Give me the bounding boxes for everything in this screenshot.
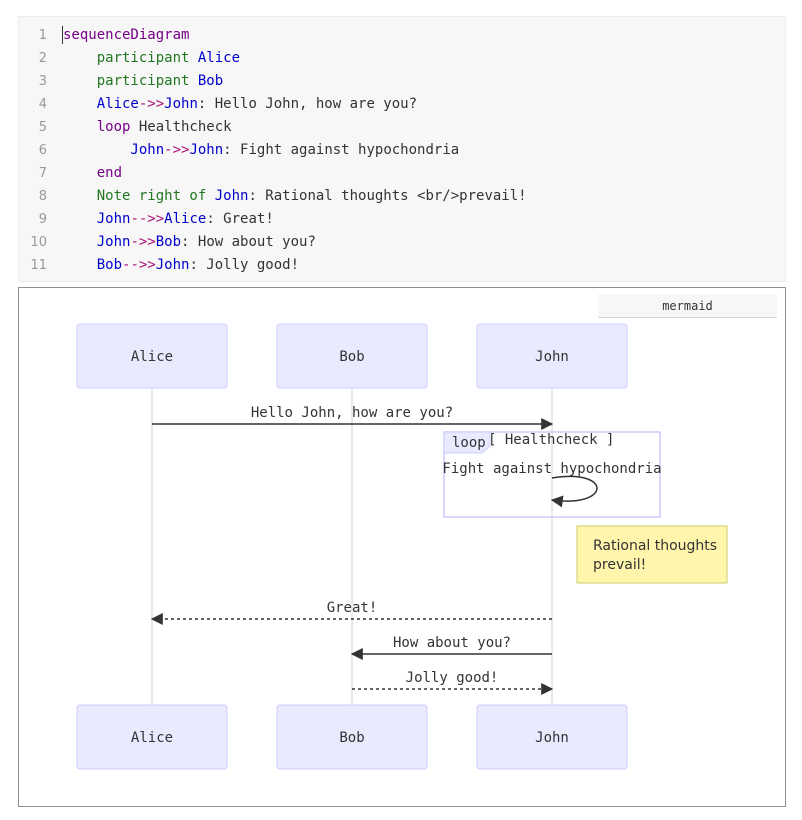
line-number: 5 bbox=[38, 120, 47, 135]
code-token: John bbox=[164, 96, 198, 112]
code-token: Bob bbox=[63, 257, 123, 273]
code-token: : How about you? bbox=[181, 234, 316, 250]
line-number: 9 bbox=[38, 212, 47, 227]
code-text: John->>John: Fight against hypochondria bbox=[63, 139, 459, 162]
code-token: John bbox=[63, 234, 131, 250]
code-text: participant Bob bbox=[63, 70, 223, 93]
code-token: : Great! bbox=[206, 211, 274, 227]
code-token: : Rational thoughts <br/>prevail! bbox=[248, 188, 527, 204]
code-token: John bbox=[63, 211, 131, 227]
line-number: 11 bbox=[30, 258, 47, 273]
actor-label: Alice bbox=[131, 349, 173, 365]
line-number: 10 bbox=[30, 235, 47, 250]
code-token: participant bbox=[63, 50, 198, 66]
code-token: : Fight against hypochondria bbox=[223, 142, 460, 158]
loop-keyword: loop bbox=[452, 435, 486, 451]
code-token: loop bbox=[63, 119, 139, 135]
line-number: 3 bbox=[38, 74, 47, 89]
code-token: Note right of bbox=[63, 188, 215, 204]
code-token: sequenceDiagram bbox=[63, 27, 190, 43]
code-text: end bbox=[63, 162, 122, 185]
code-token: -->> bbox=[130, 211, 165, 227]
code-token: ->> bbox=[138, 96, 165, 112]
message-label: Great! bbox=[327, 600, 378, 616]
message-label: How about you? bbox=[393, 635, 511, 651]
code-token: Alice bbox=[197, 50, 241, 66]
code-text: Note right of John: Rational thoughts <b… bbox=[63, 185, 527, 208]
loop-condition: [ Healthcheck ] bbox=[488, 432, 614, 448]
code-line[interactable]: 6 John->>John: Fight against hypochondri… bbox=[19, 139, 785, 162]
code-line[interactable]: 11 Bob-->>John: Jolly good! bbox=[19, 254, 785, 277]
actor-label: Alice bbox=[131, 730, 173, 746]
line-number: 1 bbox=[38, 28, 47, 43]
line-number: 4 bbox=[38, 97, 47, 112]
line-number: 2 bbox=[38, 51, 47, 66]
text-cursor bbox=[62, 26, 63, 44]
actor-box bbox=[76, 323, 228, 389]
message-label: Jolly good! bbox=[406, 670, 499, 686]
code-token: Alice bbox=[63, 96, 139, 112]
code-token: : Hello John, how are you? bbox=[197, 96, 418, 112]
code-token: ->> bbox=[164, 142, 190, 158]
code-token: -->> bbox=[122, 257, 156, 273]
code-line[interactable]: 5 loop Healthcheck bbox=[19, 116, 785, 139]
code-line[interactable]: 1 sequenceDiagram bbox=[19, 24, 785, 47]
note-box bbox=[576, 525, 728, 584]
code-line[interactable]: 8 Note right of John: Rational thoughts … bbox=[19, 185, 785, 208]
actor-box bbox=[276, 704, 428, 770]
code-token: Bob bbox=[197, 73, 224, 89]
code-token: Healthcheck bbox=[138, 119, 232, 135]
line-number: 8 bbox=[38, 189, 47, 204]
code-line[interactable]: 2 participant Alice bbox=[19, 47, 785, 70]
note-text: prevail! bbox=[593, 557, 646, 573]
code-token: John bbox=[63, 142, 165, 158]
code-token: ->> bbox=[130, 234, 156, 250]
code-token: participant bbox=[63, 73, 198, 89]
actor-label: Bob bbox=[339, 349, 364, 365]
code-line[interactable]: 4 Alice->>John: Hello John, how are you? bbox=[19, 93, 785, 116]
self-message-arrow bbox=[550, 475, 598, 508]
line-number: 7 bbox=[38, 166, 47, 181]
code-line[interactable]: 3 participant Bob bbox=[19, 70, 785, 93]
loop-frame bbox=[443, 431, 661, 518]
actor-box bbox=[476, 704, 628, 770]
code-text: loop Healthcheck bbox=[63, 116, 232, 139]
actor-box bbox=[276, 323, 428, 389]
actor-box bbox=[76, 704, 228, 770]
code-text: John->>Bob: How about you? bbox=[63, 231, 316, 254]
line-number: 6 bbox=[38, 143, 47, 158]
code-token: John bbox=[155, 257, 190, 273]
code-token: John bbox=[214, 188, 249, 204]
actor-label: John bbox=[535, 349, 569, 365]
note-text: Rational thoughts bbox=[593, 538, 717, 554]
code-text: participant Alice bbox=[63, 47, 240, 70]
code-line[interactable]: 10 John->>Bob: How about you? bbox=[19, 231, 785, 254]
code-text: Bob-->>John: Jolly good! bbox=[63, 254, 299, 277]
mermaid-label: mermaid bbox=[598, 294, 777, 318]
code-token: : Jolly good! bbox=[189, 257, 300, 273]
code-text: Alice->>John: Hello John, how are you? bbox=[63, 93, 417, 116]
code-line[interactable]: 7 end bbox=[19, 162, 785, 185]
message-label: Hello John, how are you? bbox=[251, 405, 453, 421]
code-token: Alice bbox=[164, 211, 207, 227]
code-token: end bbox=[63, 165, 123, 181]
code-token: John bbox=[189, 142, 224, 158]
actor-label: John bbox=[535, 730, 569, 746]
loop-label-box bbox=[443, 431, 491, 454]
actor-label: Bob bbox=[339, 730, 364, 746]
actor-box bbox=[476, 323, 628, 389]
code-line[interactable]: 9 John-->>Alice: Great! bbox=[19, 208, 785, 231]
code-text: sequenceDiagram bbox=[63, 24, 189, 47]
code-token: Bob bbox=[155, 234, 182, 250]
code-text: John-->>Alice: Great! bbox=[63, 208, 274, 231]
message-label: Fight against hypochondria bbox=[442, 461, 661, 477]
